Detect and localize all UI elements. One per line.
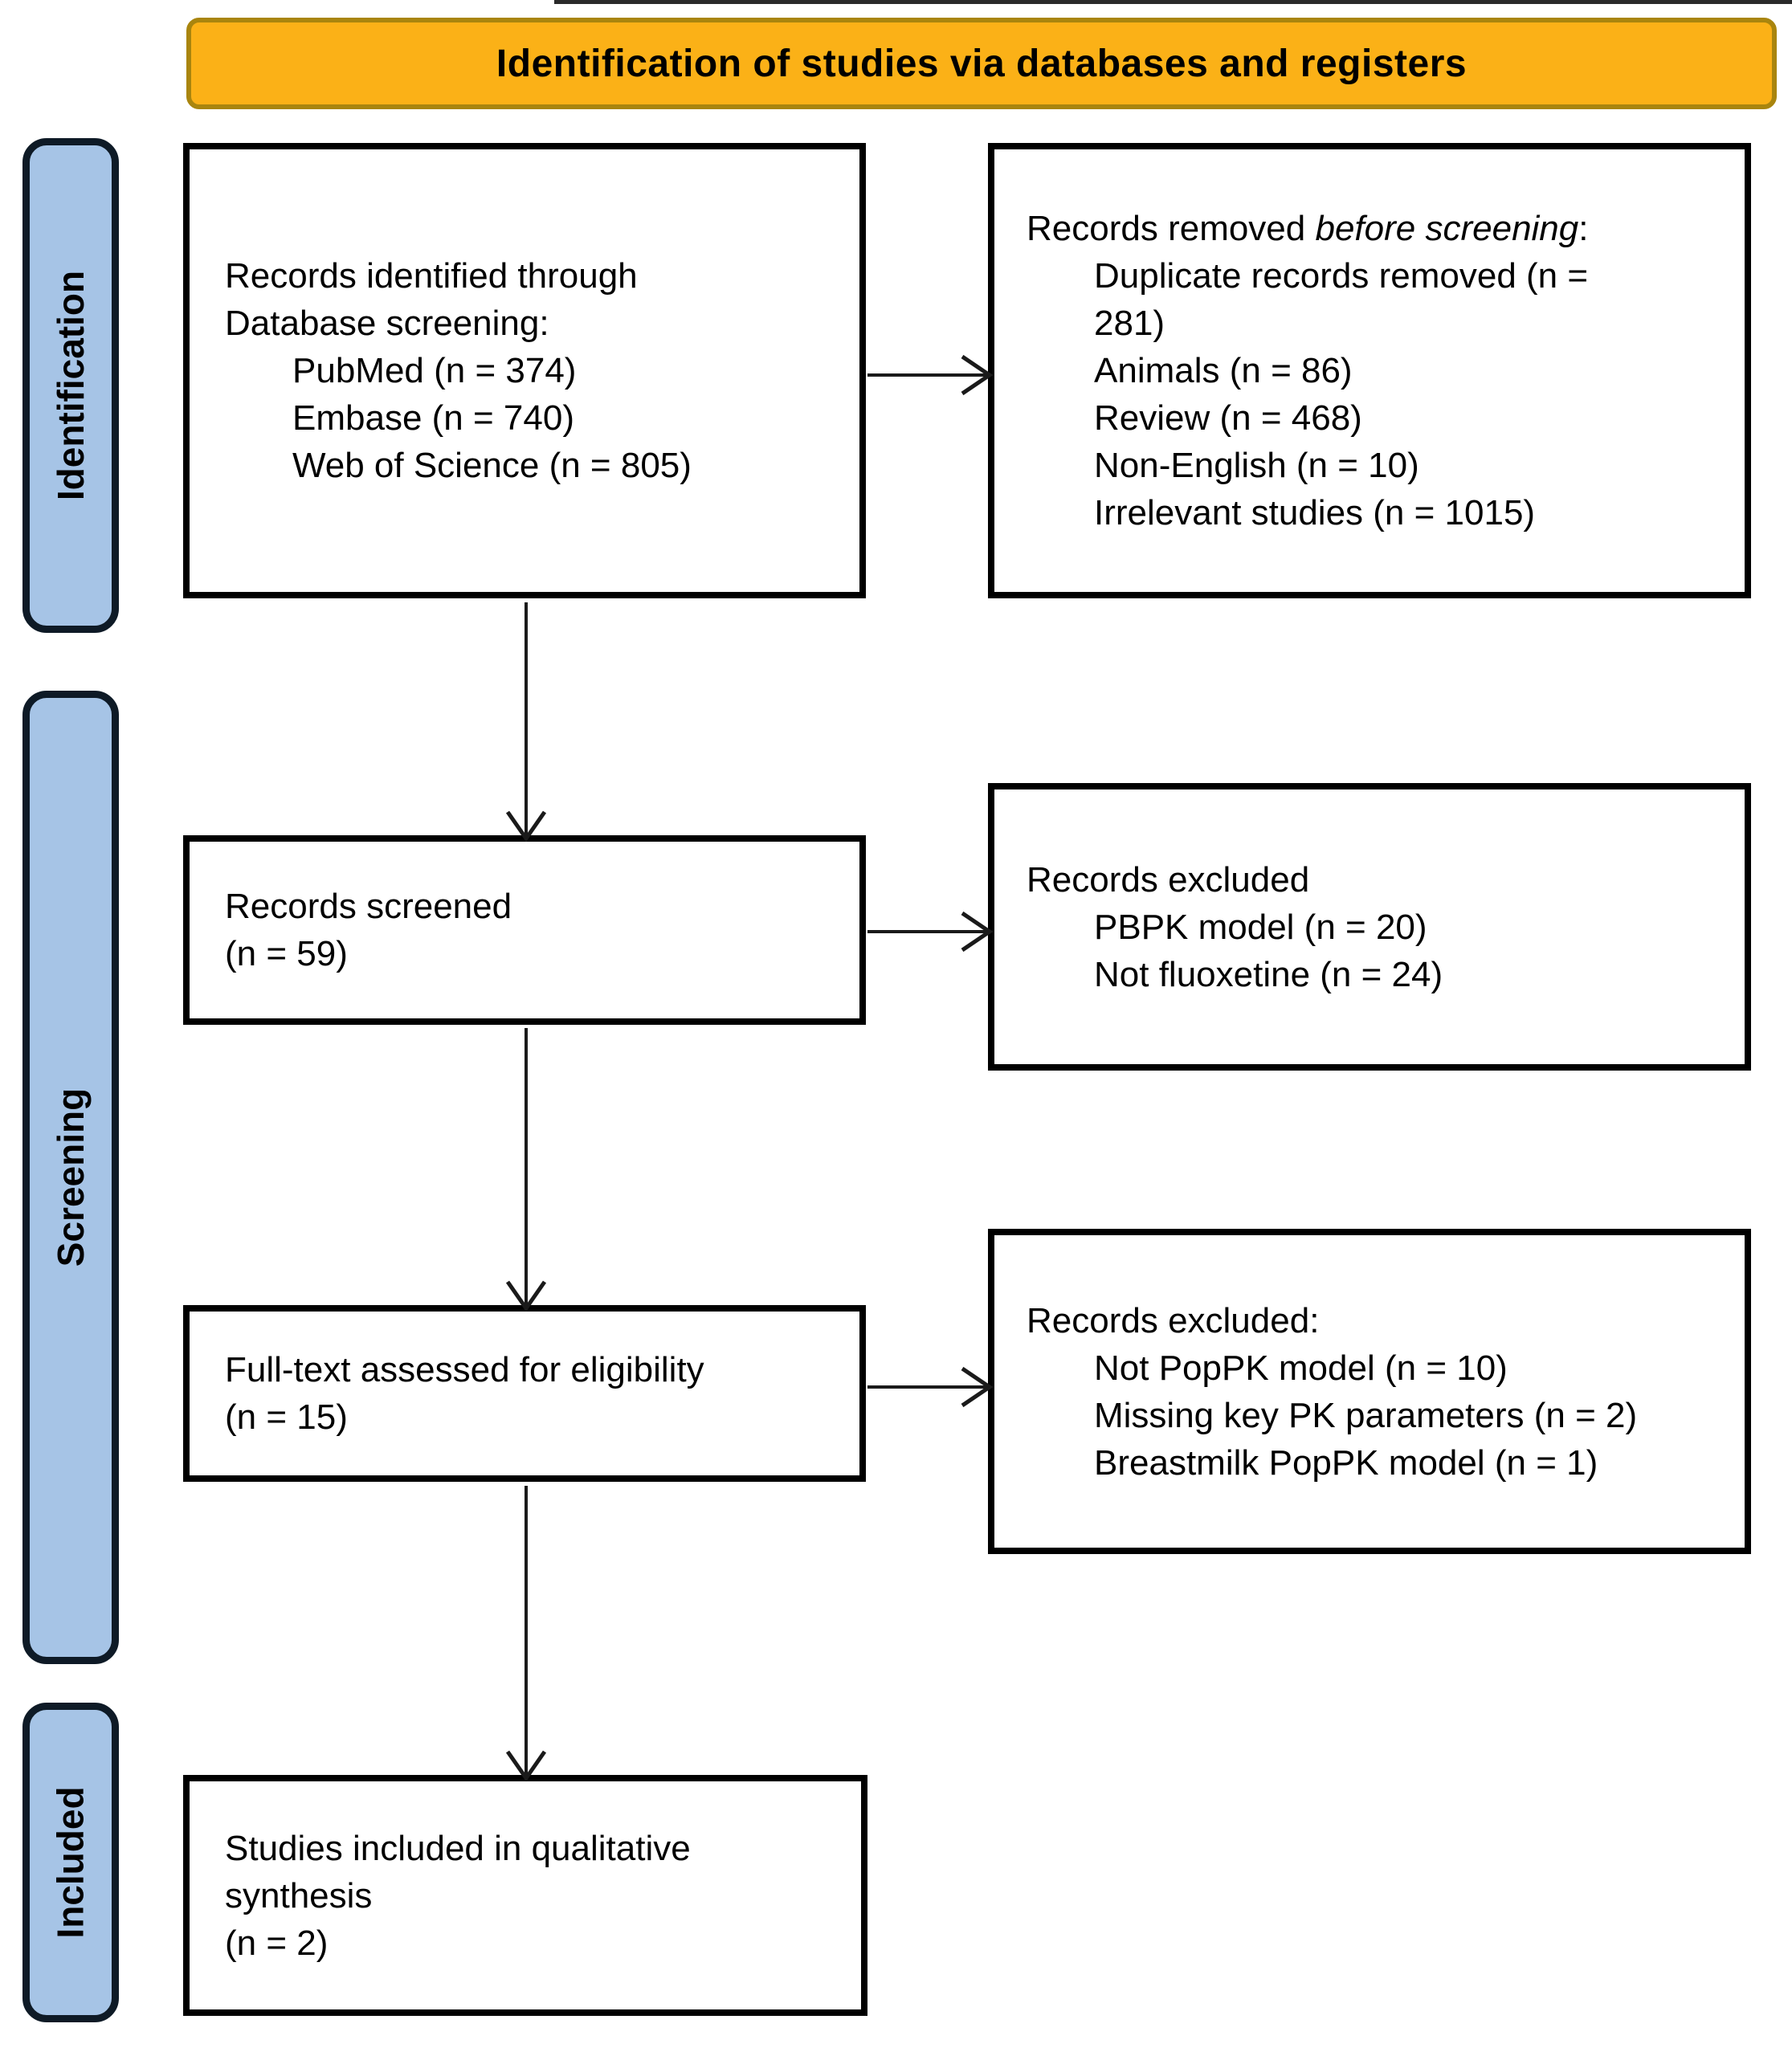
records-removed-item-irrelevant: Irrelevant studies (n = 1015): [1094, 493, 1536, 532]
records-identified-box: Records identified through Database scre…: [183, 143, 866, 598]
records-removed-item-nonenglish: Non-English (n = 10): [1094, 446, 1419, 485]
stage-rail-identification: Identification: [22, 138, 119, 633]
records-excluded-fulltext-item-missingpk: Missing key PK parameters (n = 2): [1094, 1395, 1638, 1435]
arrow-fulltext-to-included: [505, 1486, 547, 1782]
records-removed-heading-prefix: Records removed: [1027, 209, 1316, 248]
records-removed-item-duplicates: Duplicate records removed (n = 281): [1094, 256, 1589, 343]
records-excluded-fulltext-item-breastmilk: Breastmilk PopPK model (n = 1): [1094, 1442, 1598, 1483]
records-excluded-screening-box: Records excluded PBPK model (n = 20) Not…: [988, 783, 1751, 1071]
records-removed-heading-italic: before screening: [1315, 209, 1579, 248]
arrow-screened-to-fulltext: [505, 1028, 547, 1312]
arrow-fulltext-to-excluded: [867, 1366, 994, 1408]
records-excluded-screening-item-notfluoxetine: Not fluoxetine (n = 24): [1094, 954, 1443, 994]
records-excluded-screening-heading: Records excluded: [1027, 859, 1310, 900]
records-removed-item-review: Review (n = 468): [1094, 398, 1362, 438]
records-excluded-screening-item-pbpk: PBPK model (n = 20): [1094, 907, 1427, 947]
records-identified-item-embase: Embase (n = 740): [292, 398, 574, 438]
arrow-identified-to-removed: [867, 354, 994, 396]
banner: Identification of studies via databases …: [186, 18, 1777, 109]
stage-label-screening: Screening: [50, 1087, 92, 1267]
records-screened-box: Records screened (n = 59): [183, 835, 866, 1025]
records-removed-heading: Records removed before screening:: [1027, 205, 1729, 252]
stage-label-identification: Identification: [50, 270, 92, 501]
records-excluded-fulltext-item-notpoppk: Not PopPK model (n = 10): [1094, 1348, 1508, 1388]
fulltext-assessed-box: Full-text assessed for eligibility (n = …: [183, 1305, 866, 1482]
banner-title: Identification of studies via databases …: [496, 42, 1467, 85]
records-screened-heading: Records screened (n = 59): [225, 887, 512, 973]
stage-label-included: Included: [50, 1786, 92, 1939]
records-removed-box: Records removed before screening: Duplic…: [988, 143, 1751, 598]
records-removed-item-animals: Animals (n = 86): [1094, 351, 1353, 390]
records-identified-heading: Records identified through Database scre…: [225, 256, 638, 343]
records-excluded-fulltext-box: Records excluded: Not PopPK model (n = 1…: [988, 1229, 1751, 1554]
arrow-identified-to-screened: [505, 602, 547, 842]
arrow-screened-to-excluded: [867, 911, 994, 953]
studies-included-heading: Studies included in qualitative synthesi…: [225, 1828, 691, 1963]
records-identified-item-pubmed: PubMed (n = 374): [292, 351, 577, 390]
stage-rail-screening: Screening: [22, 691, 119, 1664]
studies-included-box: Studies included in qualitative synthesi…: [183, 1775, 867, 2016]
records-identified-item-wos: Web of Science (n = 805): [292, 446, 692, 485]
figure-top-rule: [554, 0, 1792, 4]
records-removed-heading-suffix: :: [1578, 209, 1589, 248]
stage-rail-included: Included: [22, 1703, 119, 2022]
records-excluded-fulltext-heading: Records excluded:: [1027, 1300, 1320, 1340]
fulltext-assessed-heading: Full-text assessed for eligibility (n = …: [225, 1350, 704, 1437]
